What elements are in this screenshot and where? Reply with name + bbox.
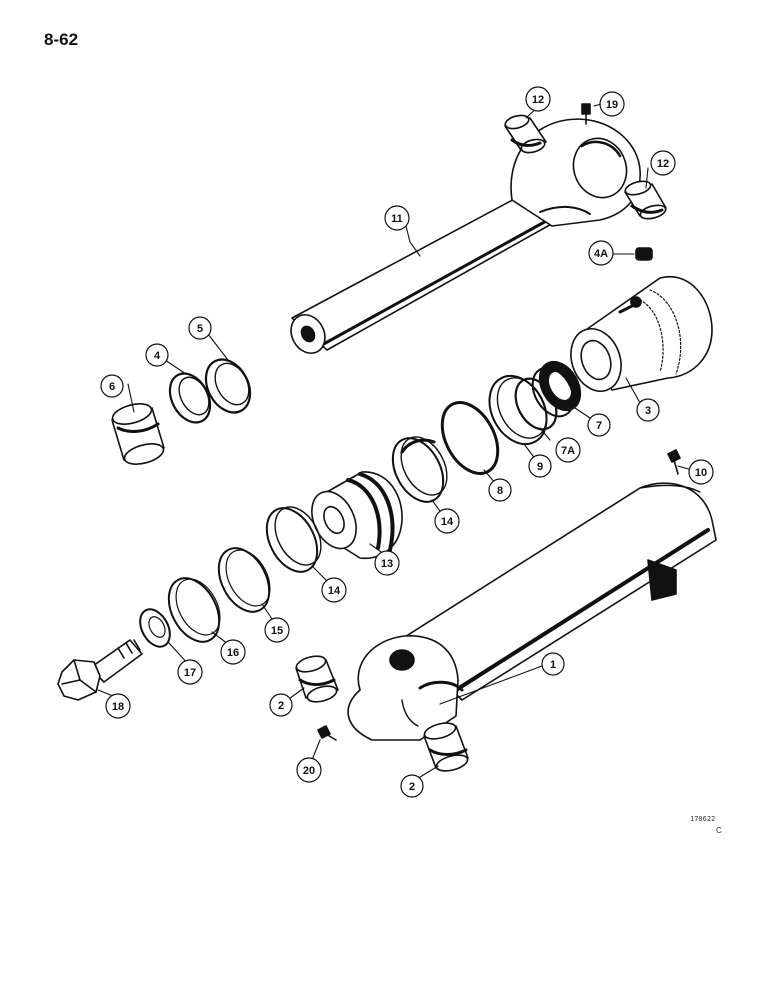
- wear-ring-upper: [391, 436, 448, 503]
- callout-2: 2: [269, 693, 293, 717]
- svg-text:6: 6: [109, 381, 115, 393]
- callout-18: 18: [105, 693, 131, 719]
- callout-11: 11: [384, 205, 410, 231]
- svg-text:11: 11: [391, 213, 403, 225]
- o-ring: [440, 401, 500, 475]
- callout-9: 9: [528, 454, 552, 478]
- svg-text:9: 9: [537, 461, 543, 473]
- callout-12: 12: [525, 86, 551, 112]
- callout-14: 14: [434, 508, 460, 534]
- svg-text:14: 14: [328, 585, 341, 597]
- svg-text:5: 5: [197, 323, 203, 335]
- cylinder-tube: [347, 482, 717, 741]
- svg-text:2: 2: [409, 781, 415, 793]
- svg-text:13: 13: [381, 558, 393, 570]
- svg-text:12: 12: [657, 158, 669, 170]
- callout-1: 1: [541, 652, 565, 676]
- pivot-bushing-left: [295, 655, 339, 703]
- figure-letter: C: [716, 826, 722, 835]
- wear-ring-lower: [265, 506, 322, 573]
- figure-id: 170622: [690, 815, 716, 823]
- rod-grease-fitting: [581, 103, 591, 125]
- callout-7a: 7A: [555, 437, 581, 463]
- plug: [635, 247, 653, 261]
- callout-4a: 4A: [588, 240, 614, 266]
- piston: [311, 471, 403, 560]
- ring-5: [204, 358, 252, 414]
- svg-text:1: 1: [550, 659, 556, 671]
- pivot-bushing-right: [423, 722, 469, 772]
- callout-7: 7: [587, 413, 611, 437]
- ring-4: [168, 372, 212, 424]
- svg-text:7: 7: [596, 420, 602, 432]
- backup-ring: [488, 374, 548, 446]
- svg-text:20: 20: [303, 765, 315, 777]
- svg-text:14: 14: [441, 516, 454, 528]
- bolt: [57, 639, 143, 701]
- callout-13: 13: [374, 550, 400, 576]
- svg-text:15: 15: [271, 625, 283, 637]
- callout-2: 2: [400, 774, 424, 798]
- pin-grease-fitting: [317, 725, 337, 741]
- callout-3: 3: [636, 398, 660, 422]
- gland-bushing: [111, 403, 165, 465]
- rod-bushing-right: [624, 180, 667, 220]
- svg-text:12: 12: [532, 94, 544, 106]
- piston-rod: [290, 118, 641, 354]
- callout-8: 8: [488, 478, 512, 502]
- svg-text:10: 10: [695, 467, 707, 479]
- svg-text:7A: 7A: [561, 445, 575, 457]
- callout-16: 16: [220, 639, 246, 665]
- svg-text:2: 2: [278, 700, 284, 712]
- seal-ring-16: [167, 577, 221, 643]
- callout-17: 17: [177, 659, 203, 685]
- svg-text:4: 4: [154, 350, 161, 362]
- cylinder-head: [570, 275, 713, 392]
- tube-grease-fitting: [667, 449, 681, 475]
- svg-text:16: 16: [227, 647, 239, 659]
- callout-5: 5: [188, 316, 212, 340]
- callout-20: 20: [296, 757, 322, 783]
- callout-15: 15: [264, 617, 290, 643]
- svg-text:4A: 4A: [594, 248, 608, 260]
- svg-text:3: 3: [645, 405, 651, 417]
- svg-text:17: 17: [184, 667, 196, 679]
- callout-12: 12: [650, 150, 676, 176]
- callout-10: 10: [688, 459, 714, 485]
- callout-14: 14: [321, 577, 347, 603]
- callout-6: 6: [100, 374, 124, 398]
- washer: [139, 608, 171, 648]
- callout-4: 4: [145, 343, 169, 367]
- svg-text:19: 19: [606, 99, 618, 111]
- wiper-seal: [531, 360, 582, 418]
- callout-19: 19: [599, 91, 625, 117]
- page-number: 8-62: [44, 30, 79, 49]
- svg-text:8: 8: [497, 485, 503, 497]
- svg-text:18: 18: [112, 701, 124, 713]
- rod-bushing-top: [504, 114, 547, 154]
